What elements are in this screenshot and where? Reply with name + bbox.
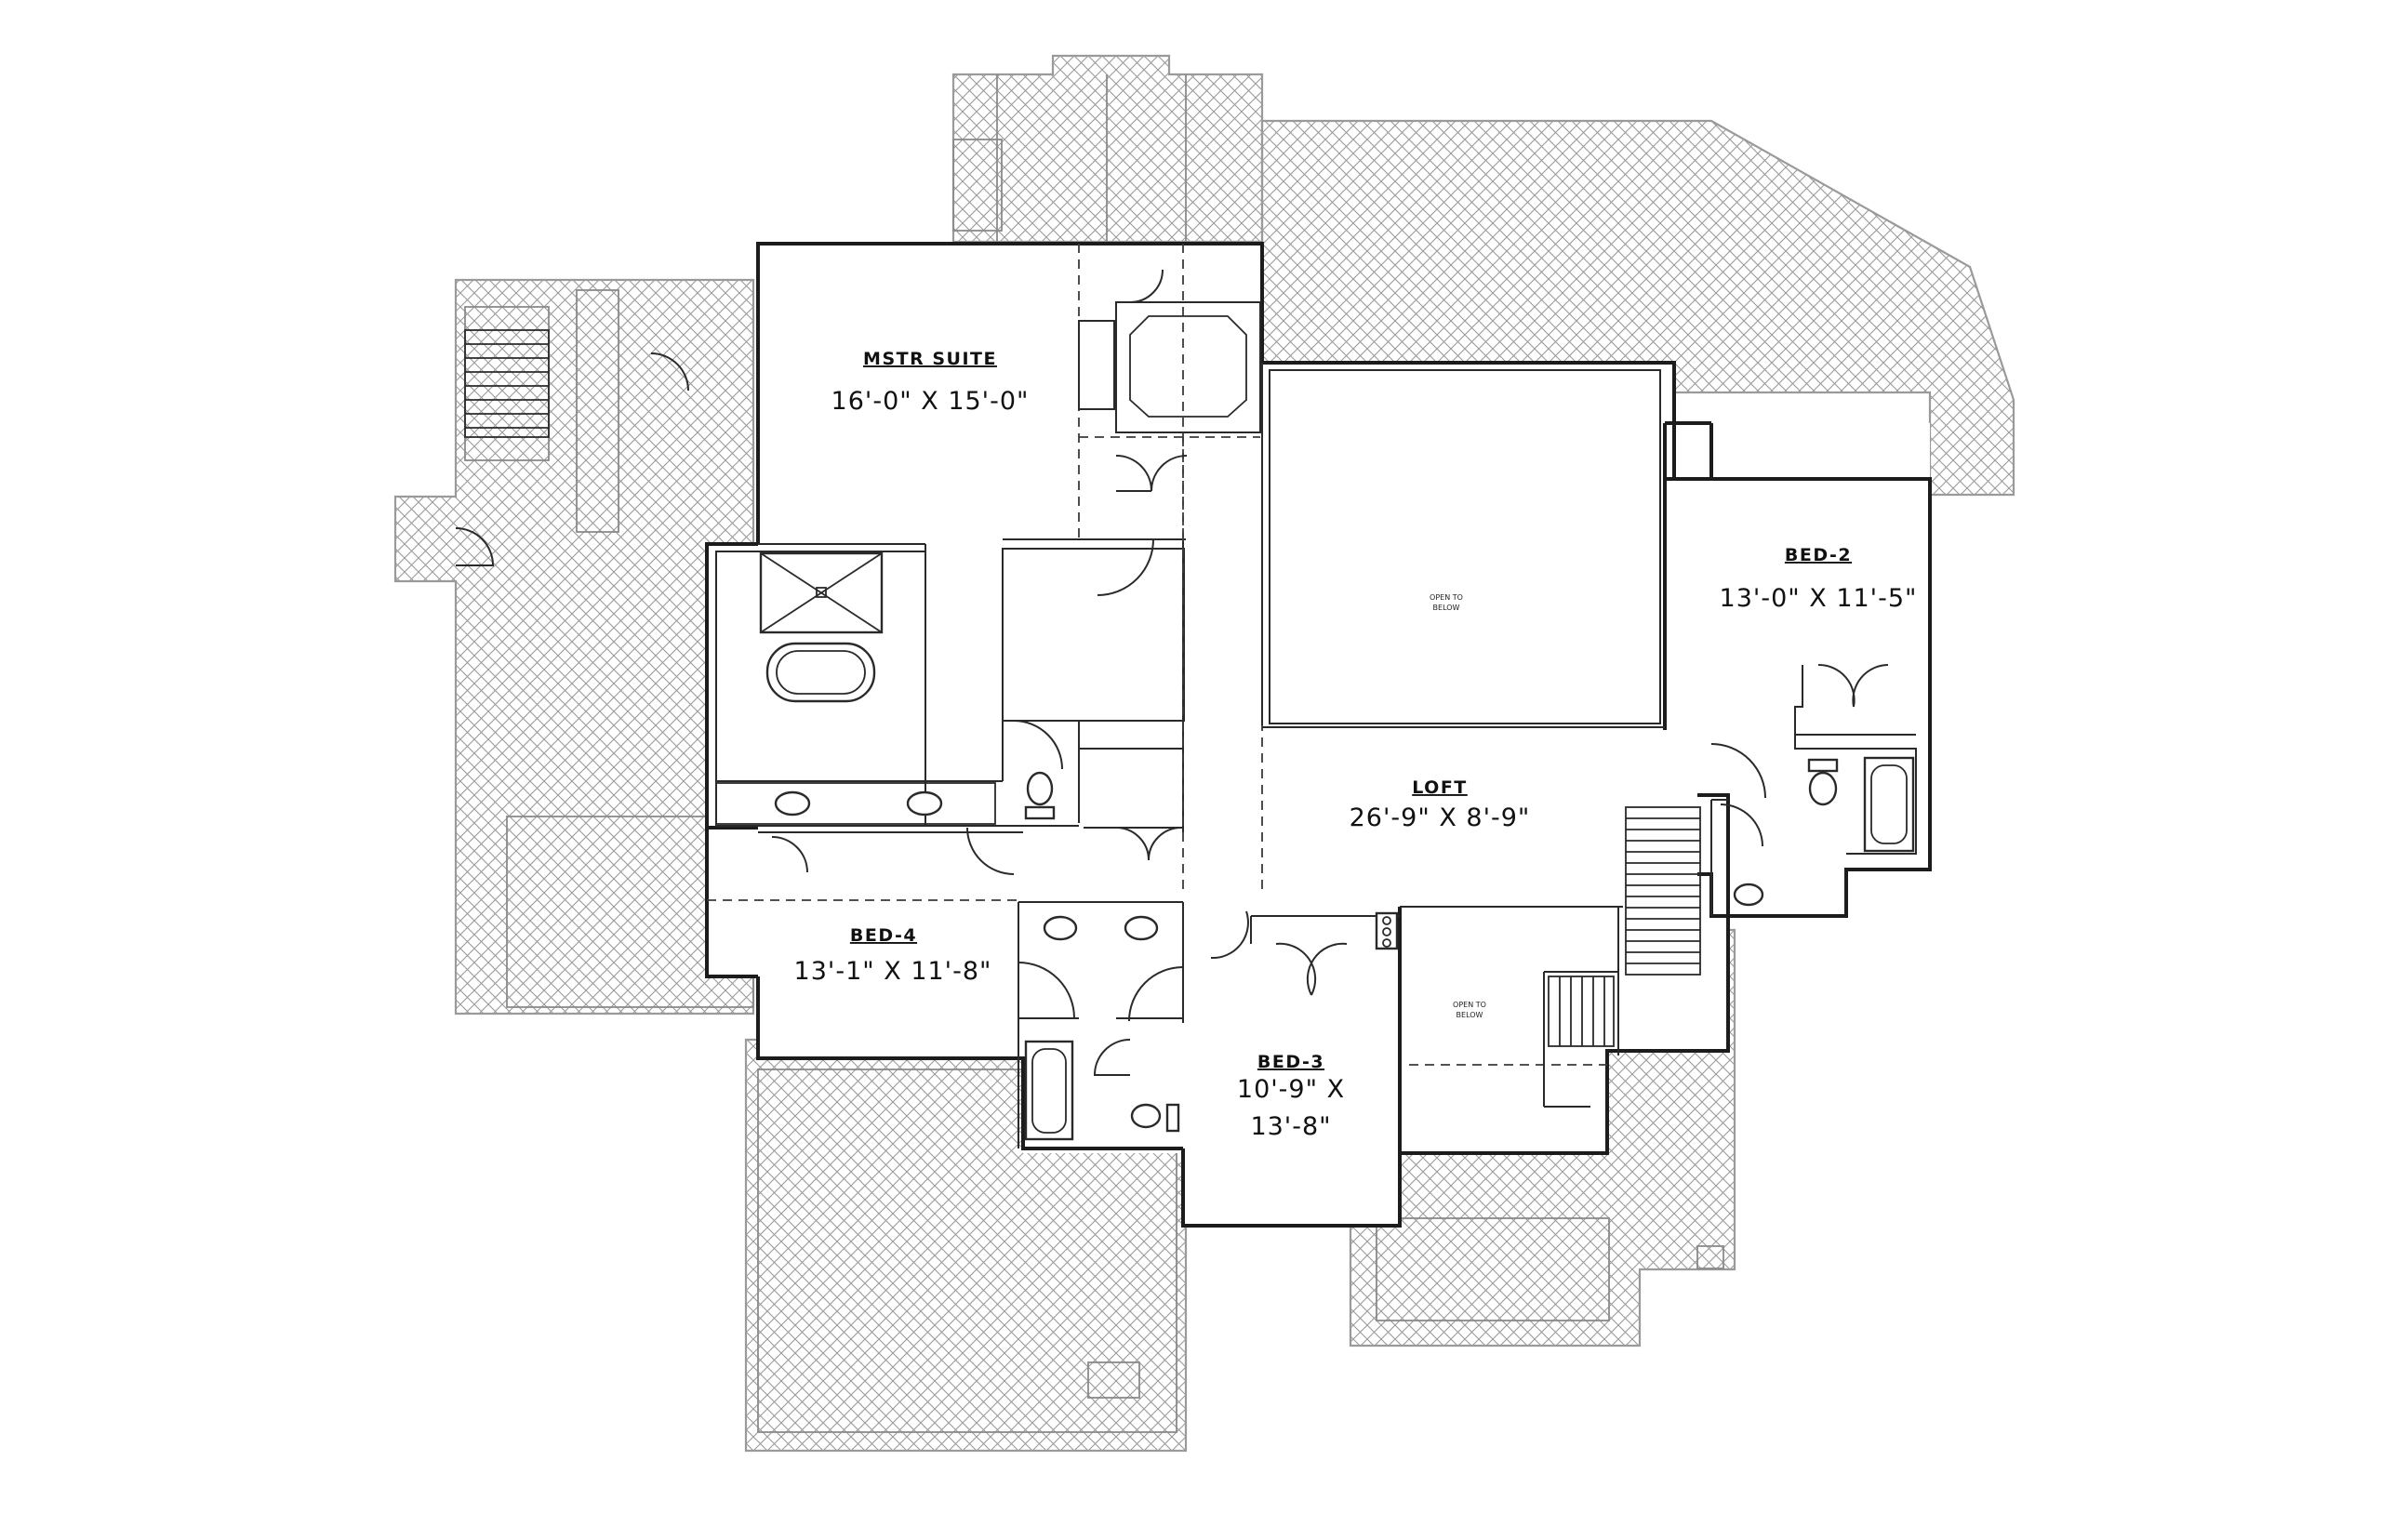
bed-2-dims: 13'-0" X 11'-5" xyxy=(1720,584,1918,613)
stairs-lower xyxy=(1548,976,1615,1047)
toilet xyxy=(1024,771,1056,820)
shower xyxy=(759,551,884,634)
left-roof xyxy=(393,278,755,1016)
open-to-below-note-1-line2: BELOW xyxy=(1433,604,1460,612)
bath-sinks-bed4 xyxy=(1043,915,1159,941)
toilet-bed4 xyxy=(1130,1103,1180,1133)
interior-walls xyxy=(707,244,1917,1148)
closet-island xyxy=(1129,315,1247,418)
loft-name: LOFT xyxy=(1412,777,1468,798)
open-to-below-note-2-line1: OPEN TO xyxy=(1453,1001,1486,1009)
stairs-exterior xyxy=(464,329,550,438)
doors xyxy=(455,269,1889,1076)
upper-middle-roof xyxy=(951,54,1264,244)
open-to-below-note-1-line1: OPEN TO xyxy=(1430,593,1463,602)
vanity-sinks xyxy=(715,782,996,825)
house-fills xyxy=(707,244,1930,1226)
bathtub-bed2 xyxy=(1863,756,1915,853)
bed-3-name: BED-3 xyxy=(1257,1052,1324,1072)
bed-3-dims-line1: 10'-9" X xyxy=(1237,1075,1345,1104)
master-suite-dims: 16'-0" X 15'-0" xyxy=(831,387,1030,416)
bathtub xyxy=(765,642,876,703)
appliance-stack xyxy=(1375,911,1399,950)
bathtub-bed4 xyxy=(1024,1040,1074,1141)
toilet-bed2 xyxy=(1807,758,1839,806)
bed-4-name: BED-4 xyxy=(850,925,917,946)
loft-dims: 26'-9" X 8'-9" xyxy=(1350,803,1531,832)
fixtures xyxy=(715,315,1915,1141)
bed-2-name: BED-2 xyxy=(1785,545,1852,565)
bed-3-dims-line2: 13'-8" xyxy=(1250,1112,1331,1141)
open-to-below-note-2-line2: BELOW xyxy=(1457,1011,1483,1019)
room-labels: MSTR SUITE 16'-0" X 15'-0" BED-2 13'-0" … xyxy=(794,349,1918,1141)
roof-detail-lines xyxy=(464,74,1724,1433)
walls xyxy=(705,242,1932,1228)
stairs-main xyxy=(1625,806,1701,976)
bed-4-dims: 13'-1" X 11'-8" xyxy=(794,957,992,986)
master-suite-name: MSTR SUITE xyxy=(863,349,997,369)
sink-bed2 xyxy=(1733,883,1764,907)
